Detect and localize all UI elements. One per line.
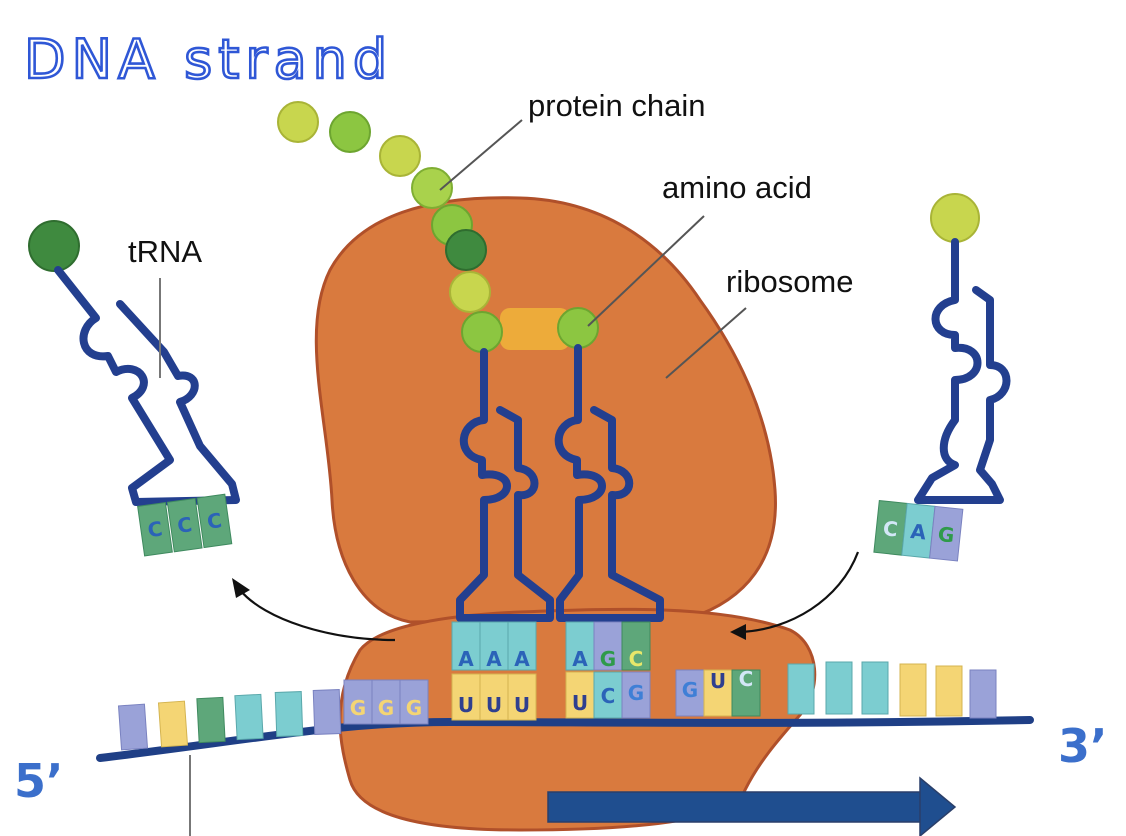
amino-acid (449, 271, 491, 313)
trna-leaving: C C C (28, 220, 240, 557)
trna-p-site (456, 348, 554, 622)
trna-entering: C A G (873, 193, 1011, 562)
amino-acid (329, 111, 371, 153)
base-letter: G (628, 681, 644, 705)
five-prime-end-label: 5’ (14, 754, 63, 808)
three-prime-end-label: 3’ (1058, 719, 1107, 773)
base-letter: A (909, 519, 927, 545)
base-letter: U (486, 693, 502, 717)
entry-arrow (730, 551, 860, 640)
base-letter: C (176, 512, 194, 538)
base-letter: C (205, 508, 223, 534)
base-letter: A (486, 647, 502, 671)
protein-chain (277, 101, 599, 353)
label-ribosome: ribosome (726, 264, 854, 299)
base-letter: U (572, 691, 588, 715)
base-letter: G (406, 696, 422, 720)
mrna-codons: G G G U U U U C G G U C (343, 667, 761, 725)
label-trna: tRNA (128, 234, 202, 269)
base-letter: G (350, 696, 366, 720)
leader-ribosome (665, 307, 747, 379)
base-letter: G (378, 696, 394, 720)
mrna-bases-left (117, 689, 342, 751)
leader-amino-acid (587, 215, 705, 327)
amino-acid (461, 311, 503, 353)
base-letter: G (600, 647, 616, 671)
peptide-bond-glow (500, 308, 570, 350)
amino-acid (277, 101, 319, 143)
base-letter: A (458, 647, 474, 671)
ribosome-large-subunit (314, 196, 777, 624)
mrna-bases-right (787, 661, 997, 719)
base-letter: C (629, 647, 644, 671)
base-letter: A (572, 647, 588, 671)
amino-acid (411, 167, 453, 209)
incoming-amino-acid (557, 307, 599, 349)
label-amino-acid: amino acid (662, 170, 812, 205)
base-letter: A (514, 647, 530, 671)
anticodon-ribosome-right: A G C (565, 621, 651, 671)
handwritten-dna-strand-note: DNA strand (24, 28, 393, 91)
anticodon-ribosome-left: A A A (451, 621, 537, 671)
base-letter: U (514, 693, 530, 717)
base-letter: U (458, 693, 474, 717)
base-letter: C (601, 684, 616, 708)
base-letter: G (937, 522, 956, 548)
base-letter: C (146, 516, 164, 542)
base-letter: C (739, 667, 754, 691)
leader-protein-chain (439, 119, 523, 191)
base-letter: C (882, 516, 899, 541)
trna-a-site (554, 344, 664, 622)
amino-acid (379, 135, 421, 177)
base-letter: U (710, 669, 726, 693)
base-letter: G (682, 678, 698, 702)
label-protein-chain: protein chain (528, 88, 706, 123)
exit-arrow (232, 578, 396, 642)
amino-acid (445, 229, 487, 271)
direction-arrow (547, 776, 957, 836)
